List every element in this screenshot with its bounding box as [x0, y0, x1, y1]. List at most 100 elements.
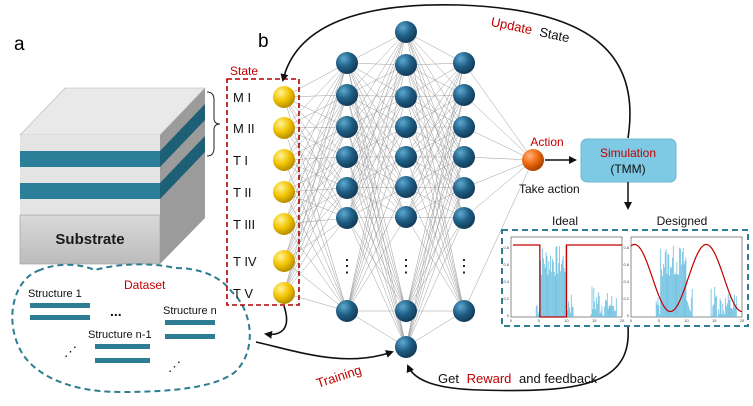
- designed-y-tick: 0.4: [623, 279, 629, 284]
- panel-a-label: a: [14, 34, 25, 55]
- structure-n-label: Structure n: [163, 305, 217, 317]
- network-nodes: [273, 21, 475, 358]
- designed-x-tick: 0: [630, 318, 633, 323]
- layer-stack: Substrate: [19, 87, 221, 265]
- layer-brace: [206, 91, 221, 157]
- update-state-highlight: Update: [490, 14, 534, 37]
- structure-n-1-label: Structure n-1: [88, 329, 152, 341]
- update-state-label: Update State: [490, 14, 571, 45]
- state-label-3: T I: [233, 153, 248, 168]
- state-box: [226, 78, 300, 306]
- ellipsis-layer-1: ⋮: [338, 256, 356, 276]
- hidden-layer-3-node-6: [453, 207, 475, 229]
- hidden-layer-3-node-4: [453, 146, 475, 168]
- action-label: Action: [530, 135, 563, 149]
- reward-highlight: Reward: [467, 371, 512, 386]
- designed-result-curve: [630, 243, 743, 313]
- substrate-label: Substrate: [55, 231, 124, 248]
- ideal-y-tick: 0.8: [503, 245, 509, 250]
- state-label-2: M II: [233, 121, 255, 136]
- action-node: [522, 149, 544, 171]
- hidden-layer-2-node-1: [395, 21, 417, 43]
- hidden-layer-3-node-2: [453, 84, 475, 106]
- simulation-subtitle: (TMM): [610, 162, 645, 176]
- state-input-node-5: [273, 213, 295, 235]
- ideal-x-tick: 15: [592, 318, 597, 323]
- ideal-x-tick: 10: [564, 318, 569, 323]
- panel-b-label: b: [258, 31, 269, 52]
- state-input-node-7: [273, 282, 295, 304]
- hidden-layer-3-node-5: [453, 177, 475, 199]
- state-input-node-2: [273, 117, 295, 139]
- hidden-layer-1-node-3: [336, 116, 358, 138]
- designed-y-tick: 0: [627, 313, 630, 318]
- ellipsis-layer-3: ⋮: [455, 256, 473, 276]
- ideal-y-tick: 0: [507, 313, 510, 318]
- state-label-5: T III: [233, 217, 255, 232]
- substrate-block: [19, 214, 161, 265]
- reward-post: and feedback: [519, 371, 598, 386]
- hidden-layer-1-node-1: [336, 52, 358, 74]
- hidden-layer-2-node-5: [395, 146, 417, 168]
- state-label-6: T IV: [233, 254, 257, 269]
- state-title: State: [230, 64, 258, 78]
- state-label-1: M I: [233, 90, 251, 105]
- simulation-title: Simulation: [600, 146, 656, 160]
- hidden-layer-3-node-1: [453, 52, 475, 74]
- dataset-ellipsis-diag-right: ⋰: [168, 359, 181, 374]
- designed-x-tick: 15: [712, 318, 717, 323]
- state-input-node-1: [273, 86, 295, 108]
- training-arrow-to-network: [255, 341, 394, 360]
- update-state-rest: State: [538, 24, 571, 45]
- ideal-x-tick: 20: [620, 318, 625, 323]
- structure-1-label: Structure 1: [28, 288, 82, 300]
- training-label: Training: [314, 362, 363, 391]
- take-action-label: Take action: [519, 182, 580, 196]
- ideal-x-tick: 5: [538, 318, 541, 323]
- hidden-layer-2-node-9: [395, 336, 417, 358]
- hidden-layer-2-node-6: [395, 176, 417, 198]
- hidden-layer-2-node-2: [395, 54, 417, 76]
- state-labels: M I M II T I T II T III T IV T V: [233, 90, 257, 301]
- ellipsis-layer-2: ⋮: [397, 256, 415, 276]
- reward-feedback-arrow: [406, 326, 629, 392]
- reward-label: Get Reward and feedback: [438, 371, 598, 386]
- hidden-layer-3-node-3: [453, 116, 475, 138]
- hidden-layer-1-node-5: [336, 177, 358, 199]
- dataset-ellipsis-horizontal: ...: [110, 303, 122, 319]
- designed-y-tick: 0.2: [623, 296, 629, 301]
- training-arrow-down: [264, 305, 288, 339]
- hidden-layer-1-node-6: [336, 207, 358, 229]
- state-label-7: T V: [233, 286, 253, 301]
- reward-pre: Get: [438, 371, 459, 386]
- designed-x-tick: 10: [684, 318, 689, 323]
- designed-spectrum-plot: 0.8 0.6 0.4 0.2 00 5 10 15 20: [623, 236, 745, 323]
- update-state-arrow: [280, 4, 631, 139]
- hidden-layer-1-node-7: [336, 300, 358, 322]
- hidden-layer-2-node-8: [395, 300, 417, 322]
- state-label-4: T II: [233, 185, 252, 200]
- ideal-title: Ideal: [552, 214, 578, 228]
- dataset-title: Dataset: [124, 278, 166, 292]
- designed-y-tick: 0.6: [623, 262, 629, 267]
- hidden-layer-2-node-7: [395, 206, 417, 228]
- ideal-y-tick: 0.2: [503, 296, 509, 301]
- hidden-layer-1-node-4: [336, 146, 358, 168]
- dataset-cloud: Dataset Structure 1 ... Structure n Stru…: [11, 263, 251, 394]
- dataset-ellipsis-diag-left: ⋰: [64, 344, 77, 359]
- ideal-y-tick: 0.6: [503, 262, 509, 267]
- hidden-layer-1-node-2: [336, 84, 358, 106]
- ideal-target-curve: [513, 244, 622, 318]
- hidden-layer-2-node-3: [395, 86, 417, 108]
- state-input-node-6: [273, 250, 295, 272]
- state-input-node-4: [273, 181, 295, 203]
- designed-title: Designed: [657, 214, 708, 228]
- ideal-y-tick: 0.4: [503, 279, 509, 284]
- designed-x-tick: 5: [658, 318, 661, 323]
- designed-y-tick: 0.8: [623, 245, 629, 250]
- hidden-layer-3-node-7: [453, 300, 475, 322]
